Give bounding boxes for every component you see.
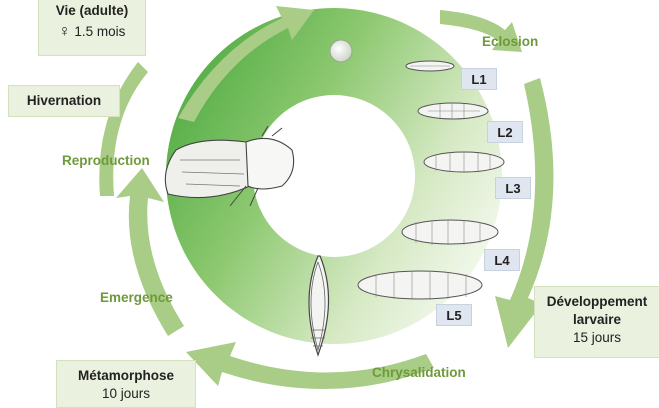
larva-icon [406,61,454,71]
larval-development-title-line2: larvaire [535,311,659,329]
adult-life-title: Vie (adulte) [39,3,145,18]
larval-stage-tag-l4: L4 [484,249,520,271]
adult-life-duration: 1.5 mois [74,24,125,39]
larval-stage-tag-l1: L1 [461,68,497,90]
reproduction-label: Reproduction [62,153,150,168]
metamorphosis-box: Métamorphose 10 jours [56,360,196,408]
emergence-label: Emergence [100,290,173,305]
larval-stage-tag-l3: L3 [495,177,531,199]
eclosion-label: Eclosion [482,34,538,49]
metamorphosis-duration: 10 jours [57,385,195,403]
hibernation-box: Hivernation [8,85,120,117]
larval-stage-tag-l2: L2 [487,121,523,143]
larval-development-duration: 15 jours [535,329,659,347]
larval-development-title-line1: Développement [535,293,659,311]
larval-development-box: Développement larvaire 15 jours [534,286,659,358]
female-symbol-icon: ♀ [59,23,71,40]
egg-icon [330,40,352,62]
adult-life-duration-row: ♀ 1.5 mois [39,23,145,41]
larval-stage-tag-l5: L5 [436,304,472,326]
metamorphosis-title: Métamorphose [57,367,195,385]
adult-life-box: Vie (adulte) ♀ 1.5 mois [38,0,146,56]
larva-icon [418,103,488,119]
chrysalidation-label: Chrysalidation [372,365,466,380]
larva-icon [424,152,504,172]
hibernation-title: Hivernation [9,86,119,116]
